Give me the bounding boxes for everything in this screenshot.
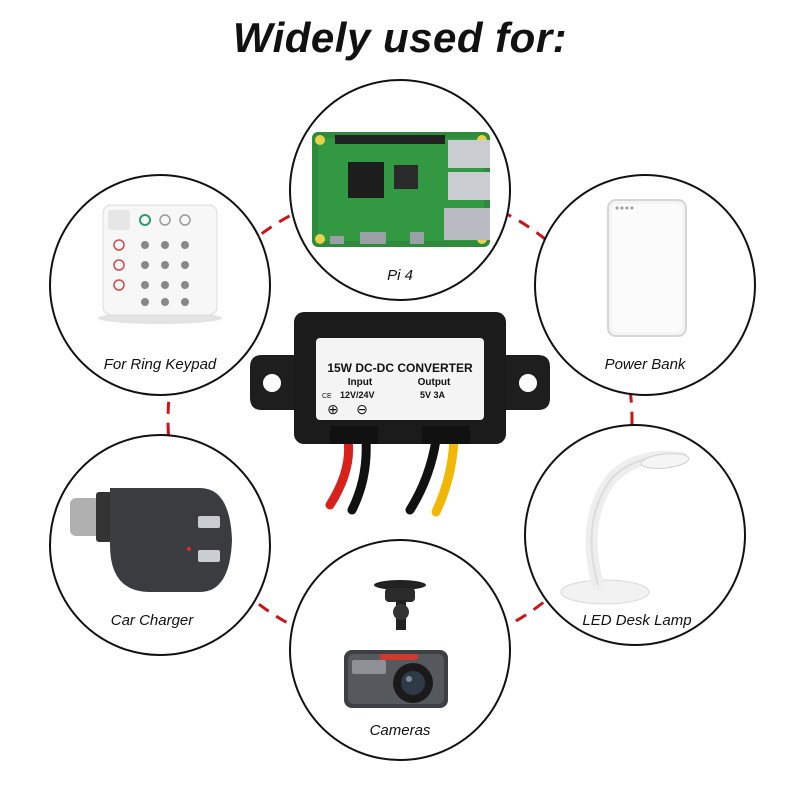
caption-power-bank: Power Bank — [604, 356, 686, 373]
converter-title: 15W DC-DC CONVERTER — [327, 361, 473, 375]
keypad-icon — [98, 204, 222, 324]
caption-car-charger: Car Charger — [110, 612, 194, 629]
converter-output-label: Output — [418, 377, 451, 388]
converter-module — [250, 312, 550, 517]
minus-symbol: ⊖ — [356, 401, 368, 417]
application-circle-camera — [289, 539, 511, 761]
application-circle-keypad — [49, 174, 271, 396]
application-circle-pi — [289, 79, 511, 301]
converter-label-plate — [316, 338, 484, 420]
car-charger-icon — [70, 488, 232, 592]
application-circle-power-bank — [534, 174, 756, 396]
plus-symbol: ⊕ — [327, 401, 339, 417]
output-wires — [325, 435, 459, 517]
converter-label-text: 15W DC-DC CONVERTER Input Output CE 12V/… — [322, 361, 473, 417]
caption-cameras: Cameras — [369, 722, 431, 739]
caption-desk-lamp: LED Desk Lamp — [582, 612, 692, 629]
ce-mark: CE — [322, 393, 332, 400]
power-bank-icon — [607, 199, 687, 337]
converter-input-value: 12V/24V — [340, 390, 375, 400]
converter-output-value: 5V 3A — [420, 390, 446, 400]
circuit-board-icon — [312, 132, 490, 247]
application-circle-car-charger — [49, 434, 271, 656]
desk-lamp-icon — [560, 450, 690, 605]
headline: Widely used for: — [232, 14, 568, 61]
dash-camera-icon — [344, 580, 448, 708]
converter-input-label: Input — [348, 377, 373, 388]
application-circle-desk-lamp — [524, 424, 746, 646]
caption-keypad: For Ring Keypad — [103, 356, 217, 373]
caption-pi: Pi 4 — [387, 267, 413, 284]
